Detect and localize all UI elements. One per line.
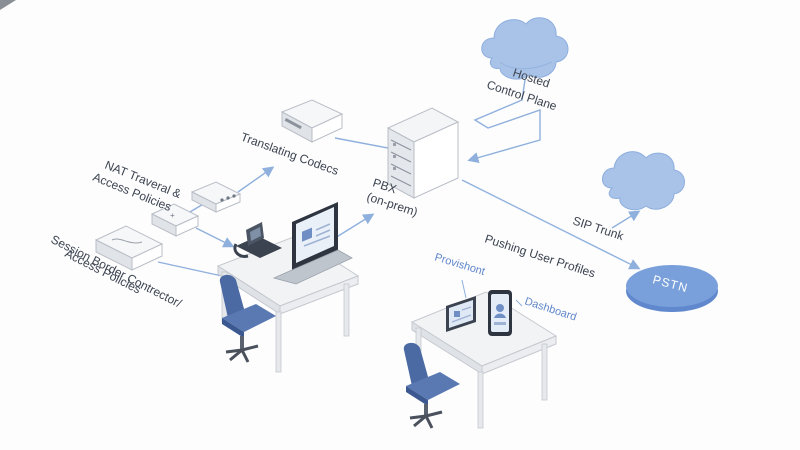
router-icon: [94, 225, 164, 271]
cloud-icon: [481, 17, 569, 80]
office-chair-icon: [403, 342, 460, 429]
dashboard-label: Dashboard: [523, 295, 578, 323]
router-icon: +: [150, 203, 200, 237]
link-pbx-pstn: [461, 179, 641, 270]
link-hosted-pbx: [467, 79, 541, 164]
ip-phone-icon: [233, 222, 282, 258]
router-icon: [190, 181, 242, 213]
connections: [157, 79, 641, 277]
link-sip-cloud: [611, 210, 641, 229]
tablet-icon: [446, 296, 476, 332]
desk-icon: [410, 291, 558, 429]
link-nat-codecs: [237, 166, 275, 193]
smartphone-icon: [488, 290, 512, 336]
translating-codecs-label: Translating Codecs: [239, 130, 341, 178]
laptop-icon: [272, 202, 353, 285]
link-laptop-pbx: [334, 213, 375, 239]
link-codecs-pbx: [334, 137, 389, 149]
link-nat-desk: [195, 227, 235, 248]
link-sbc-desk: [157, 261, 223, 277]
provisioning-label: Provishont: [433, 251, 486, 278]
router-icon: [280, 99, 344, 143]
label-leaders: [461, 279, 523, 307]
cloud-icon: [602, 151, 685, 211]
office-chair-icon: [219, 274, 276, 363]
server-rack-icon: [386, 107, 460, 199]
corner-mark: [0, 0, 16, 10]
pstn-disc: [626, 265, 718, 312]
svg-text:+: +: [170, 211, 175, 220]
